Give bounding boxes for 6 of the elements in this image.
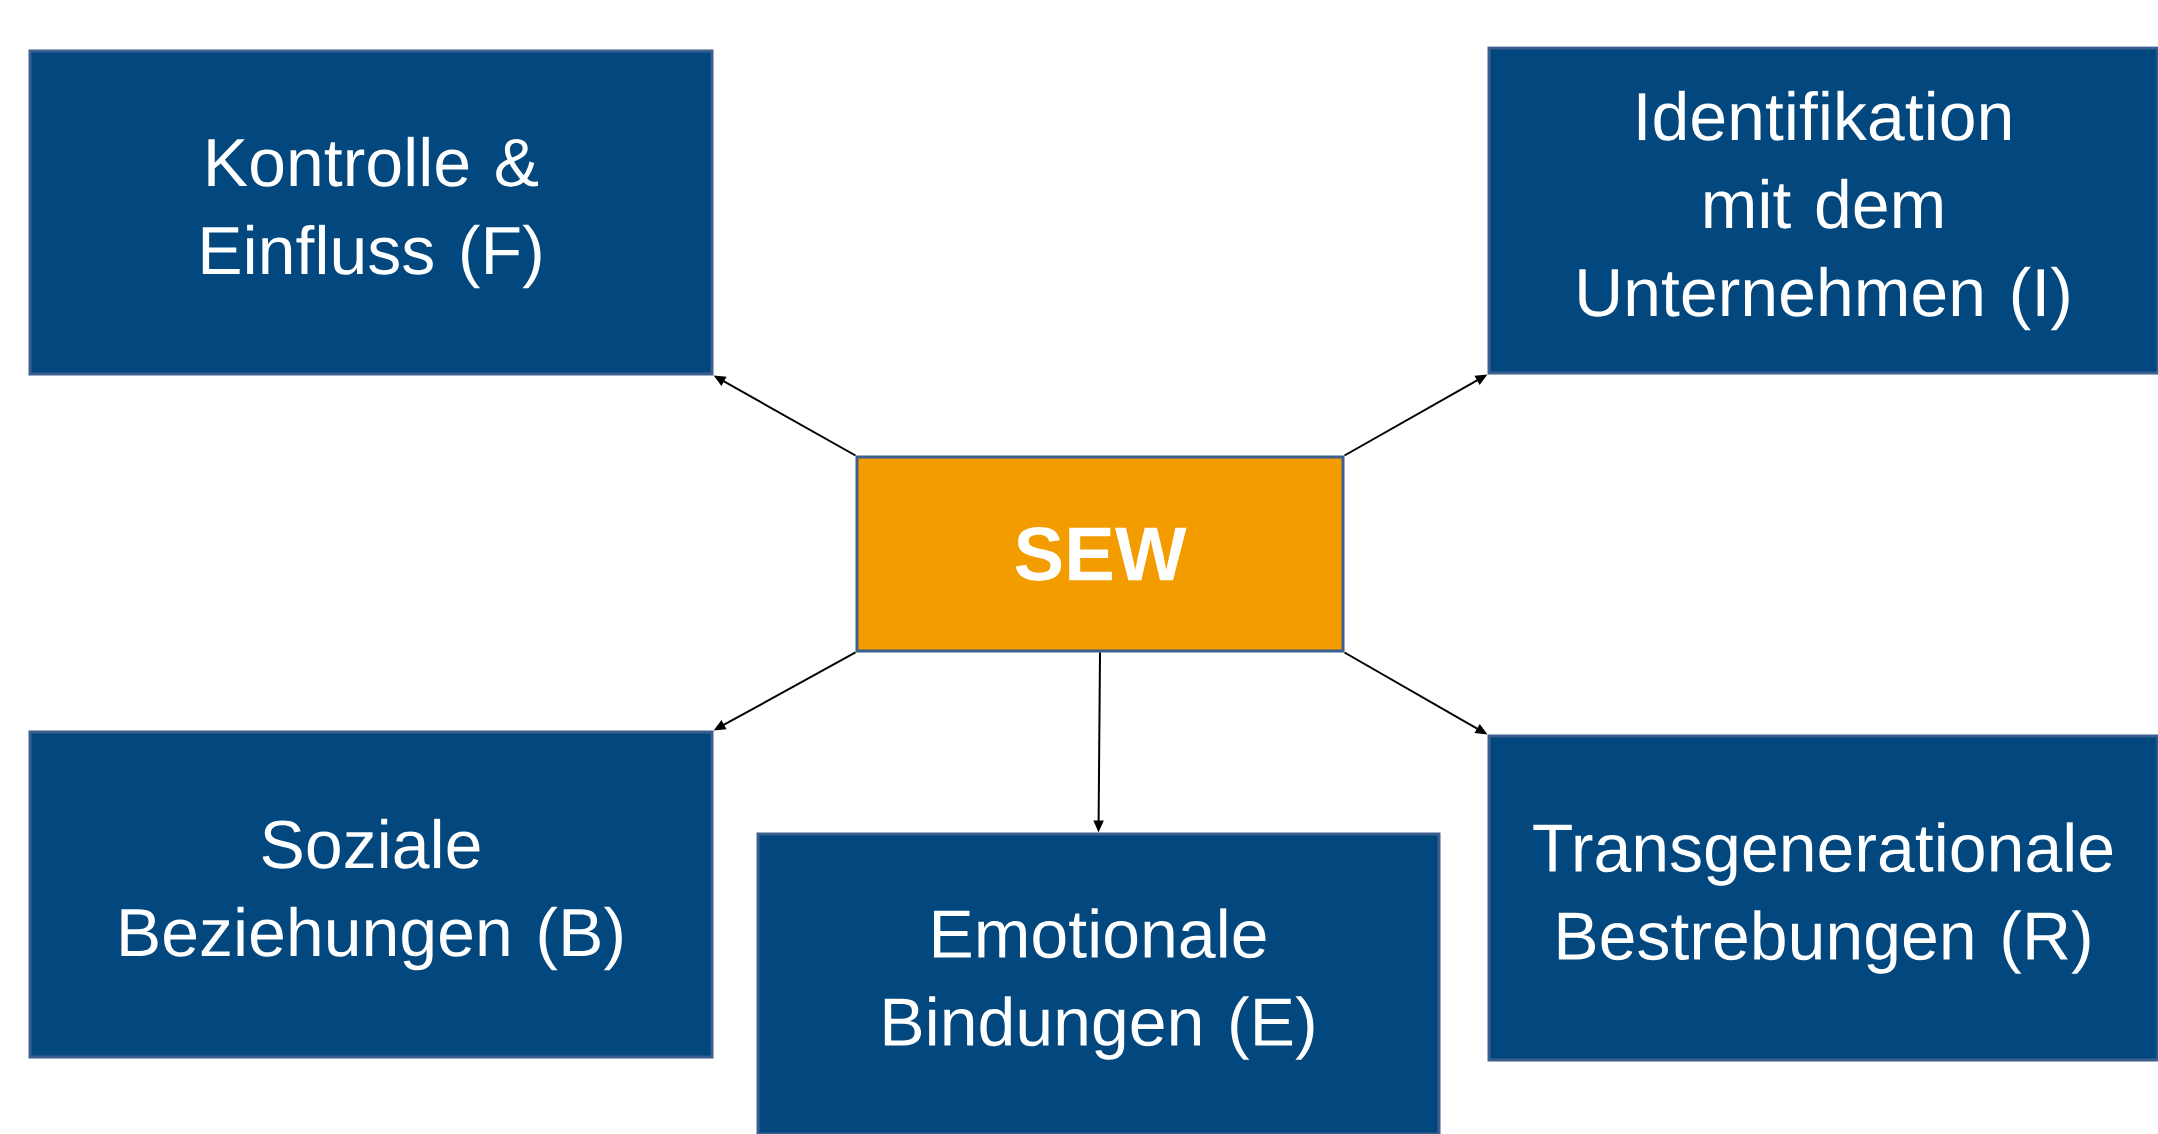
center-box: SEW xyxy=(855,455,1345,653)
text-box: Emotionale Bindungen (E) xyxy=(756,832,1441,1134)
text-box: Transgenerationale Bestrebungen (R) xyxy=(1487,734,2158,1062)
text-box: Kontrolle & Einfluss (F) xyxy=(28,49,714,376)
text-box: Soziale Beziehungen (B) xyxy=(28,730,714,1059)
text-box: Identifikation mit dem Unternehmen (I) xyxy=(1487,46,2158,375)
